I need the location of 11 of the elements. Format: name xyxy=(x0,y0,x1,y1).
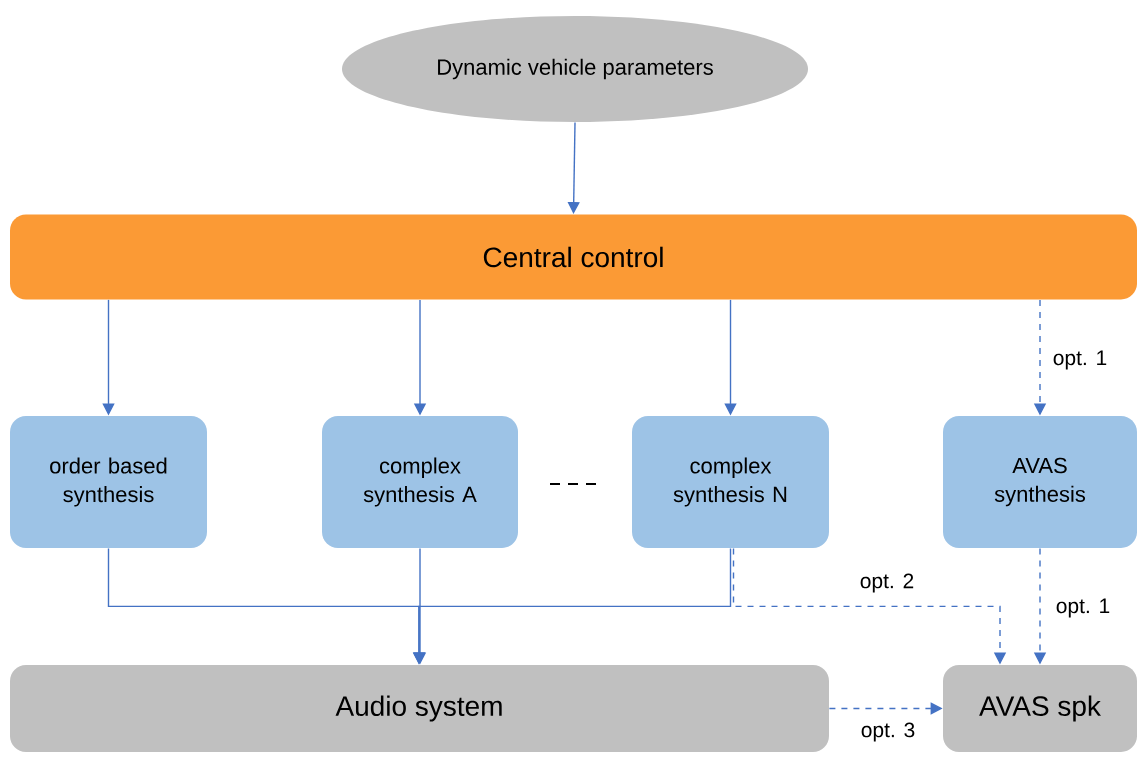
edge-label: opt. 3 xyxy=(858,720,918,744)
process-box: complex synthesis A xyxy=(322,416,518,548)
process-box: AVAS spk xyxy=(943,665,1137,752)
edge-label: opt. 1 xyxy=(1050,348,1110,372)
control-bar: Central control xyxy=(10,214,1137,300)
process-box: complex synthesis N xyxy=(632,416,829,548)
process-box: Audio system xyxy=(10,665,829,752)
edge-label: opt. 2 xyxy=(857,571,917,595)
edge-label: opt. 1 xyxy=(1053,596,1113,620)
process-box: AVAS synthesis xyxy=(943,416,1137,548)
process-box: order based synthesis xyxy=(10,416,207,548)
